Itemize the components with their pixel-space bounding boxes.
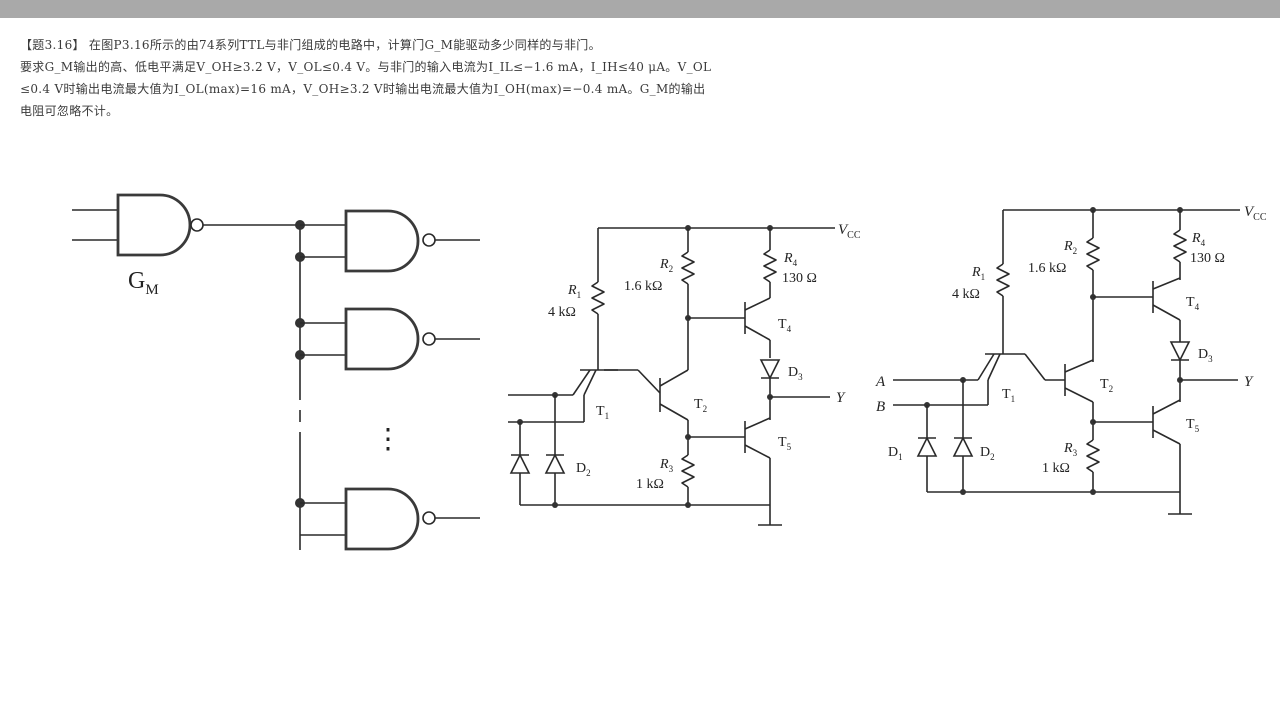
r3-label-right: R3 [1063, 441, 1078, 458]
r3-value-left: 1 kΩ [636, 477, 664, 492]
r1-label-right: R1 [971, 265, 985, 282]
d3-label-right: D3 [1198, 347, 1213, 364]
d1-label-right: D1 [888, 445, 903, 462]
r2-value-right: 1.6 kΩ [1028, 261, 1066, 276]
input-b-label: B [876, 399, 885, 415]
ellipsis: ⋮ [374, 424, 402, 455]
r4-value-left: 130 Ω [782, 271, 817, 286]
d2-label-right: D2 [980, 445, 995, 462]
t1-label-left: T1 [596, 404, 609, 421]
t1-label-right: T1 [1002, 387, 1015, 404]
r1-label-left: R1 [567, 283, 581, 300]
problem-line-1: 【题3.16】 在图P3.16所示的由74系列TTL与非门组成的电路中，计算门G… [20, 38, 601, 52]
r2-label-left: R2 [659, 257, 673, 274]
problem-line-3: ≤0.4 V时输出电流最大值为I_OL(max)=16 mA，V_OH≥3.2 … [20, 82, 706, 96]
load-gate-n [295, 487, 480, 551]
r2-label-right: R2 [1063, 239, 1077, 256]
d3-label-left: D3 [788, 365, 803, 382]
y-label-left: Y [836, 390, 846, 406]
r4-label-right: R4 [1191, 231, 1206, 248]
t5-label-right: T5 [1186, 417, 1200, 434]
problem-statement: 【题3.16】 在图P3.16所示的由74系列TTL与非门组成的电路中，计算门G… [20, 34, 810, 122]
problem-line-2: 要求G_M输出的高、低电平满足V_OH≥3.2 V，V_OL≤0.4 V。与非门… [20, 60, 712, 74]
r1-value-left: 4 kΩ [548, 305, 576, 320]
r2-value-left: 1.6 kΩ [624, 279, 662, 294]
vcc-label-right: VCC [1244, 204, 1267, 223]
driver-gate-gm [72, 193, 300, 257]
t4-label-left: T4 [778, 317, 792, 334]
driver-label: GM [128, 268, 159, 298]
t2-label-left: T2 [694, 397, 707, 414]
r3-value-right: 1 kΩ [1042, 461, 1070, 476]
t2-label-right: T2 [1100, 377, 1113, 394]
d2-label-left: D2 [576, 461, 591, 478]
r4-value-right: 130 Ω [1190, 251, 1225, 266]
problem-line-4: 电阻可忽略不计。 [20, 104, 119, 118]
fanout-diagram: GM ⋮ [72, 193, 480, 551]
vcc-label-left: VCC [838, 222, 861, 241]
r3-label-left: R3 [659, 457, 674, 474]
ttl-schematic-left: VCC R1 4 kΩ T1 D2 R2 [508, 222, 861, 526]
load-gate-1 [295, 209, 480, 273]
y-label-right: Y [1244, 374, 1254, 390]
r1-value-right: 4 kΩ [952, 287, 980, 302]
t4-label-right: T4 [1186, 295, 1200, 312]
t5-label-left: T5 [778, 435, 792, 452]
r4-label-left: R4 [783, 251, 798, 268]
input-a-label: A [875, 374, 886, 390]
load-gate-2 [295, 307, 480, 371]
ttl-schematic-right: VCC R1 4 kΩ T1 A B D1 D2 [875, 204, 1267, 515]
top-bar [0, 0, 1280, 18]
